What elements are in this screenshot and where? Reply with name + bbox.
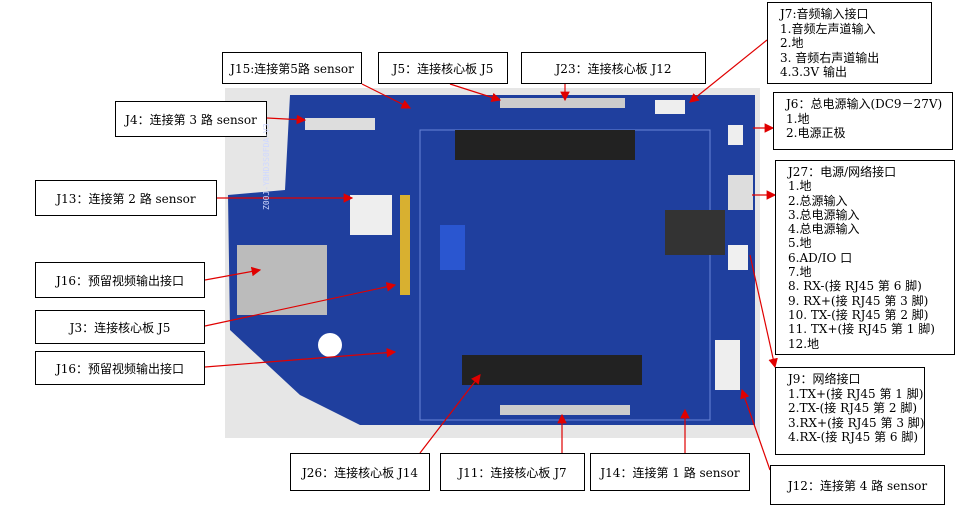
j27-pin: 3.总电源输入 bbox=[788, 207, 860, 222]
connector-j26 bbox=[462, 355, 642, 385]
j9-pin: 4.RX-(接 RJ45 第 6 脚) bbox=[788, 430, 919, 444]
label-j26: J26：连接核心板 J14 bbox=[290, 453, 430, 491]
label-j12: J12：连接第 4 路 sensor bbox=[770, 465, 945, 505]
label-j4: J4：连接第 3 路 sensor bbox=[115, 101, 267, 137]
j6-title: J6：总电源输入(DC9－27V) bbox=[786, 97, 943, 111]
j27-pin: 6.AD/IO 口 bbox=[788, 250, 853, 265]
j6-pin: 1.地 bbox=[786, 111, 810, 126]
j27-pin: 12.地 bbox=[788, 336, 820, 351]
rj45-transformer bbox=[665, 210, 725, 255]
j27-pin: 9. RX+(接 RJ45 第 3 脚) bbox=[788, 293, 929, 308]
j27-pin: 8. RX-(接 RJ45 第 6 脚) bbox=[788, 279, 922, 294]
j7-pin: 3. 音频右声道输出 bbox=[780, 50, 880, 65]
j7-pin: 4.3.3V 输出 bbox=[780, 65, 848, 79]
j27-pin: 5.地 bbox=[788, 236, 812, 251]
j7-pin: 1.音频左声道输入 bbox=[780, 21, 876, 36]
label-j5: J5：连接核心板 J5 bbox=[378, 52, 508, 84]
j7-title: J7:音频输入接口 bbox=[780, 7, 869, 21]
video-connector bbox=[237, 245, 327, 315]
label-j14: J14：连接第 1 路 sensor bbox=[590, 453, 750, 491]
pcb-board bbox=[228, 95, 755, 425]
label-j16b: J16：预留视频输出接口 bbox=[35, 351, 205, 385]
j27-title: J27：电源/网络接口 bbox=[788, 165, 897, 179]
j27-pin: 4.总电源输入 bbox=[788, 222, 860, 237]
j27-pin: 7.地 bbox=[788, 265, 812, 280]
label-j13: J13：连接第 2 路 sensor bbox=[35, 180, 217, 216]
connector-j5 bbox=[455, 130, 635, 160]
label-j23: J23：连接核心板 J12 bbox=[521, 52, 706, 84]
callout-arrows bbox=[204, 39, 778, 471]
j7-pin: 2.地 bbox=[780, 36, 804, 50]
j27-pin: 2.总源输入 bbox=[788, 193, 848, 208]
board-silkscreen: Z00J-YBHD3S0FDA-V3 bbox=[262, 123, 271, 210]
j9-pin: 3.RX+(接 RJ45 第 3 脚) bbox=[788, 415, 925, 430]
j6-pin: 2.电源正极 bbox=[786, 126, 846, 140]
j9-pin: 2.TX-(接 RJ45 第 2 脚) bbox=[788, 401, 917, 415]
j27-pin: 10. TX-(接 RJ45 第 2 脚) bbox=[788, 307, 929, 322]
j9-title: J9：网络接口 bbox=[788, 372, 861, 386]
j27-pin: 11. TX+(接 RJ45 第 1 脚) bbox=[788, 322, 935, 337]
j27-pin: 1.地 bbox=[788, 179, 812, 194]
j9-pin: 1.TX+(接 RJ45 第 1 脚) bbox=[788, 386, 924, 401]
label-j16a: J16：预留视频输出接口 bbox=[35, 262, 205, 298]
label-j11: J11：连接核心板 J7 bbox=[440, 453, 585, 491]
label-j3: J3：连接核心板 J5 bbox=[35, 310, 205, 344]
label-j15: J15:连接第5路 sensor bbox=[222, 52, 362, 84]
